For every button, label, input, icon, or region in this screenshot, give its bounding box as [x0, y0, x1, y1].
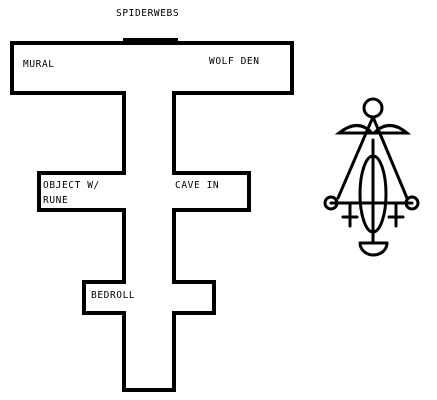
- label-object-with-rune-line2: RUNE: [43, 195, 69, 206]
- occult-rune-sigil-icon: [323, 97, 420, 257]
- label-mural: MURAL: [23, 59, 55, 70]
- label-bedroll: BEDROLL: [91, 290, 136, 301]
- label-wolf-den: WOLF DEN: [209, 56, 260, 67]
- label-spiderwebs: SPIDERWEBS: [116, 8, 180, 19]
- dungeon-outline: [10, 41, 294, 392]
- label-cave-in: CAVE IN: [175, 180, 220, 191]
- label-object-with-rune-line1: OBJECT W/: [43, 180, 100, 191]
- spiderweb-passage: [123, 38, 178, 44]
